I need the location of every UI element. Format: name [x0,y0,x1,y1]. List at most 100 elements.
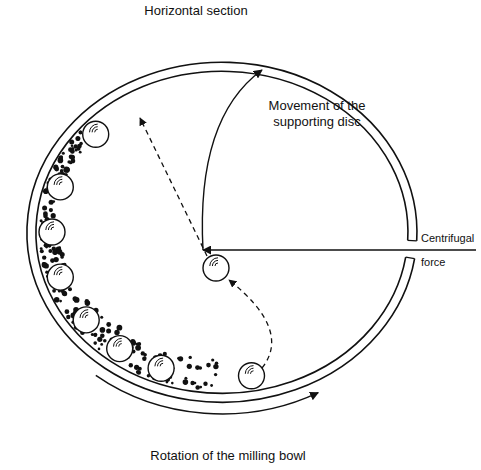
ball-shine [155,358,163,366]
powder-dot [114,330,119,335]
powder-dot [71,144,74,147]
ball-shine [95,129,98,132]
grinding-ball [107,336,133,362]
powder-dot [195,385,200,390]
powder-dot [50,258,55,263]
powder-dot [189,356,192,359]
powder-dot [69,161,72,164]
powder-dot [178,356,183,361]
ball-shine [119,344,122,347]
ball-shine [85,315,88,318]
ball-outline [83,121,109,147]
powder-dot [100,327,106,333]
ball-shine [57,270,63,276]
powder-dot [42,255,46,259]
section-title: Horizontal section [144,3,247,19]
ball-shine [245,366,253,374]
powder-dot [79,151,82,154]
force-label: Centrifugal force [421,226,477,274]
ball-shine [80,310,88,318]
powder-dot [79,130,82,133]
ball-shine [57,179,63,185]
powder-dot [40,247,43,250]
ball-outline [239,363,265,389]
powder-dot [93,341,97,345]
force-arrow [203,249,476,250]
powder-dot [206,363,211,368]
grinding-balls [39,121,265,389]
powder-dot [91,333,94,336]
wall-end [408,240,417,242]
powder-dot [65,167,70,172]
powder-dot [51,213,56,218]
powder-dot [66,315,70,319]
powder-dot [213,364,218,369]
powder-dot [54,297,60,303]
powder-dot [42,262,45,265]
powder-dot [94,334,97,337]
wall-end [406,257,415,258]
powder-dot [74,297,80,303]
powder-dot [187,364,192,369]
disc-movement-arrow [202,70,262,250]
bowl-outer-wall [27,62,417,402]
powder-dot [171,382,174,385]
powder-dot [199,366,203,370]
bowl-rotation-arrow [96,375,318,414]
powder-dot [106,328,111,333]
powder-dot [45,191,48,194]
powder-dot [85,299,89,303]
rotation-label: Rotation of the milling bowl [150,448,305,464]
ball-shine [215,263,218,266]
ball-shine [48,224,54,230]
powder-dot [57,249,63,255]
ball-shine [160,363,163,366]
ball-shine [116,341,122,347]
powder-dot [71,150,75,154]
ball-outline [47,174,73,200]
powder-dot [183,379,189,385]
grinding-ball [83,121,109,147]
grinding-ball [73,307,99,333]
ball-shine [54,177,62,185]
grinding-ball [239,363,265,389]
powder-dot [138,367,142,371]
motion-label: Movement of the supporting disc [258,98,376,130]
ball-outline [203,255,229,281]
powder-dot [75,136,80,141]
grinding-ball [148,355,174,381]
ball-path-arrow [229,280,272,368]
powder-dot [48,249,52,253]
ball-path-arrow [140,118,207,256]
ball-shine [59,272,62,275]
powder-dot [143,353,147,357]
powder-dot [59,300,62,303]
powder-dot [54,166,58,170]
powder-dot [214,373,217,376]
ball-shine [46,222,54,230]
ball-outline [39,219,65,245]
ball-outline [73,307,99,333]
powder-dot [135,345,141,351]
ball-shine [210,258,218,266]
powder-dot [58,156,63,161]
grinding-ball [39,219,65,245]
powder-dot [184,377,187,380]
powder-dot [97,337,102,342]
powder-dot [43,214,48,219]
powder-dot [79,130,83,134]
ball-shine [212,260,218,266]
powder-dot [49,208,53,212]
powder-dot [98,348,101,351]
ball-shine [83,312,89,318]
ball-shine [158,361,164,367]
powder-dot [106,322,111,327]
powder-dot [142,357,146,361]
powder-dot [210,384,213,387]
powder-dot [61,165,65,169]
powder-dot [70,149,75,154]
ball-shine [54,267,62,275]
powder-dot [137,370,141,374]
ball-shine [59,182,62,185]
